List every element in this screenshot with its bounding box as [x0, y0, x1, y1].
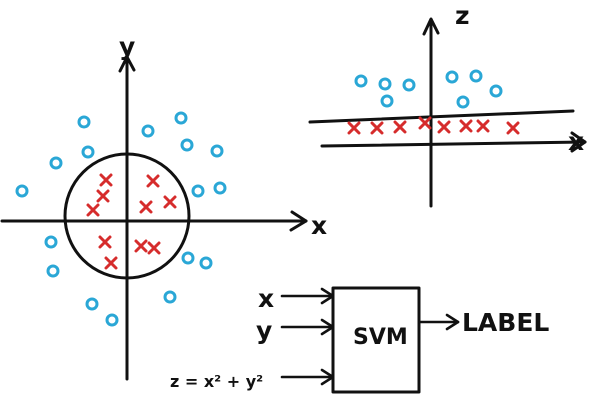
circle-mark [456, 95, 470, 109]
right-z-axis-label: z [455, 1, 470, 30]
svm-box-label: SVM [353, 325, 408, 350]
pipeline-input-y: y [256, 316, 272, 345]
circle-mark [77, 115, 91, 129]
circle-mark [210, 144, 224, 158]
right-x-axis [320, 140, 587, 148]
svm-pipeline: x y z = x² + y² SVM LABEL [170, 284, 549, 394]
circle-mark [180, 138, 194, 152]
circle-mark [191, 184, 205, 198]
arrow-label-head [445, 313, 460, 331]
pipeline-input-z: z = x² + y² [170, 372, 263, 391]
cross-mark [347, 121, 361, 135]
left-y-arrow [118, 55, 136, 73]
cross-mark [418, 116, 432, 130]
circle-mark [181, 251, 195, 265]
cross-mark [86, 203, 100, 217]
cross-mark [476, 119, 490, 133]
circle-mark [174, 111, 188, 125]
cross-mark [147, 241, 161, 255]
cross-mark [134, 239, 148, 253]
right-z-arrow [422, 17, 440, 36]
left-x-axis-label: x [311, 211, 327, 240]
svm-box [331, 286, 421, 394]
circle-mark [402, 78, 416, 92]
circle-mark [141, 124, 155, 138]
circle-mark [199, 256, 213, 270]
right-x-axis-label: x [568, 127, 584, 156]
cross-mark [99, 173, 113, 187]
cross-mark [139, 200, 153, 214]
circle-mark [44, 235, 58, 249]
cross-mark [146, 174, 160, 188]
circle-mark [46, 264, 60, 278]
left-x-arrow [289, 210, 308, 232]
cross-mark [506, 121, 520, 135]
cross-mark [163, 195, 177, 209]
circle-mark [378, 77, 392, 91]
circle-mark [49, 156, 63, 170]
circle-mark [489, 84, 503, 98]
circle-mark [85, 297, 99, 311]
left-plot: x y [0, 32, 327, 381]
cross-mark [393, 120, 407, 134]
left-decision-circle [63, 152, 191, 280]
left-circle-marks [15, 111, 227, 327]
cross-mark [96, 189, 110, 203]
circle-mark [445, 70, 459, 84]
right-separating-plane [308, 109, 575, 124]
circle-mark [163, 290, 177, 304]
cross-mark [370, 121, 384, 135]
output-label: LABEL [462, 308, 549, 337]
circle-mark [354, 74, 368, 88]
circle-mark [213, 181, 227, 195]
circle-mark [105, 313, 119, 327]
right-plot: x z [308, 1, 587, 208]
left-cross-marks [86, 173, 177, 270]
left-y-axis-label: y [119, 32, 135, 61]
circle-mark [15, 184, 29, 198]
right-circle-marks [354, 69, 503, 109]
cross-mark [104, 256, 118, 270]
cross-mark [437, 120, 451, 134]
circle-mark [380, 94, 394, 108]
pipeline-input-x: x [258, 284, 274, 313]
cross-mark [459, 119, 473, 133]
right-cross-marks [347, 116, 520, 135]
circle-mark [469, 69, 483, 83]
cross-mark [98, 235, 112, 249]
right-x-arrow [570, 131, 587, 153]
circle-mark [81, 145, 95, 159]
